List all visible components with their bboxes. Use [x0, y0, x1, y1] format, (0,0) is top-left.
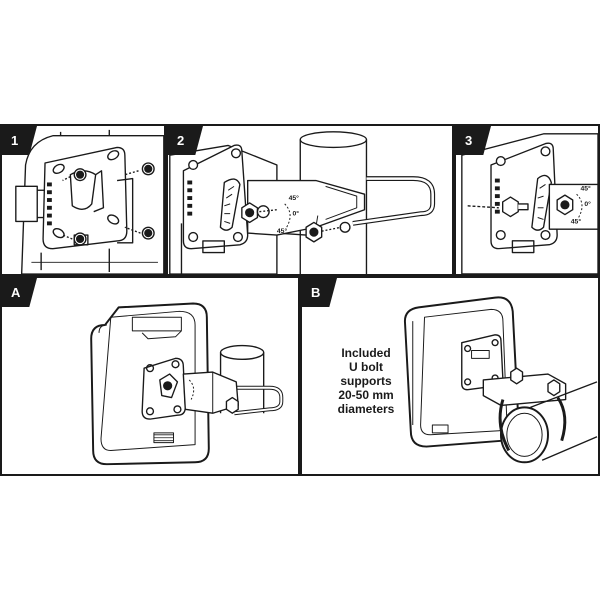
step-2-illustration: 45° 0° 45°	[169, 131, 436, 274]
note-line-5: diameters	[337, 402, 395, 416]
angle-mark-zero-3: 0°	[584, 200, 591, 208]
step-1-label: 1	[2, 126, 37, 155]
note-line-3: supports	[340, 374, 392, 388]
step-2-panel: 2	[166, 124, 454, 276]
u-bolt-note: Included U bolt supports 20-50 mm diamet…	[326, 346, 406, 416]
step-3-illustration: 45° 0° 45°	[461, 133, 598, 274]
note-line-4: 20-50 mm	[338, 388, 394, 402]
note-line-2: U bolt	[349, 360, 383, 374]
angle-mark-bottom-3: 45°	[571, 217, 582, 225]
panel-a: A	[0, 276, 300, 476]
angle-mark-zero: 0°	[292, 210, 299, 218]
panel-b-illustration	[403, 296, 598, 464]
note-line-1: Included	[341, 346, 391, 360]
angle-mark-top-3: 45°	[580, 184, 591, 192]
angle-mark-bottom: 45°	[277, 227, 288, 235]
angle-mark-top: 45°	[289, 194, 300, 202]
panel-a-illustration	[90, 302, 284, 466]
step-3-panel: 3	[454, 124, 600, 276]
step-1-illustration	[15, 129, 164, 274]
step-1-panel: 1	[0, 124, 166, 276]
panel-b: B Included U bolt supports 20-50 mm diam…	[300, 276, 600, 476]
